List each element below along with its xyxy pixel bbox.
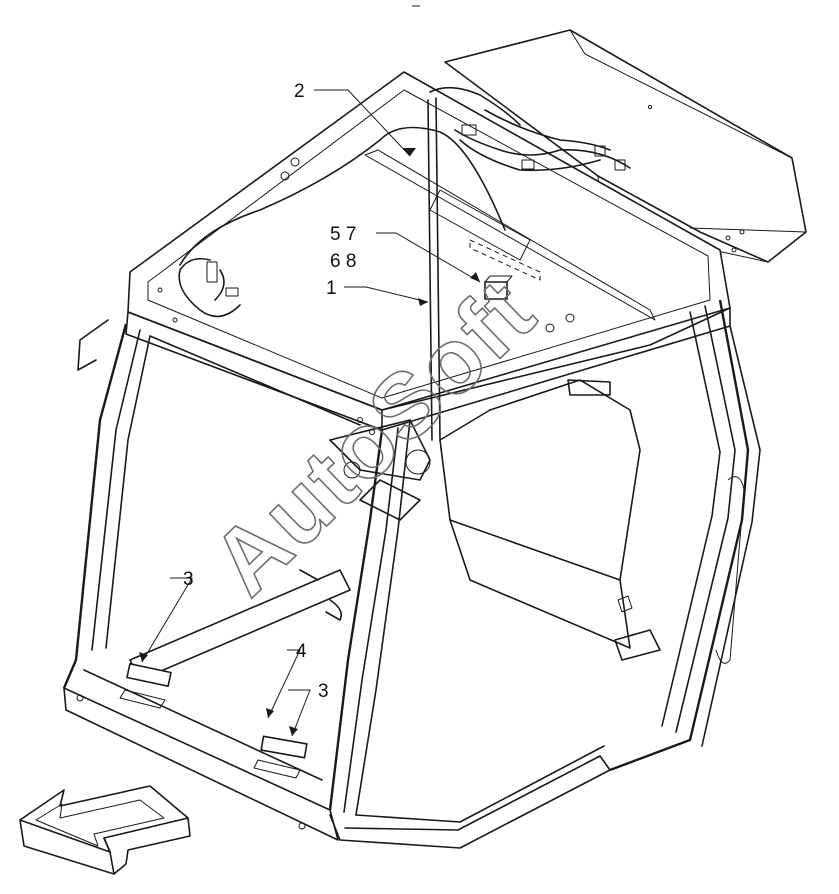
cab-frame — [62, 299, 761, 849]
callout-3-right: 3 — [318, 681, 329, 702]
callout-3-left: 3 — [183, 569, 194, 590]
callout-6-8: 6 8 — [330, 251, 356, 272]
roof-channel — [364, 149, 656, 321]
callout-5-7: 5 7 — [330, 224, 356, 245]
callout-2: 2 — [294, 81, 305, 102]
callout-1: 1 — [326, 278, 337, 299]
callout-4: 4 — [296, 641, 307, 662]
wiring-harness — [178, 86, 631, 441]
front-direction-arrow — [19, 785, 191, 875]
leader-lines — [139, 89, 481, 737]
